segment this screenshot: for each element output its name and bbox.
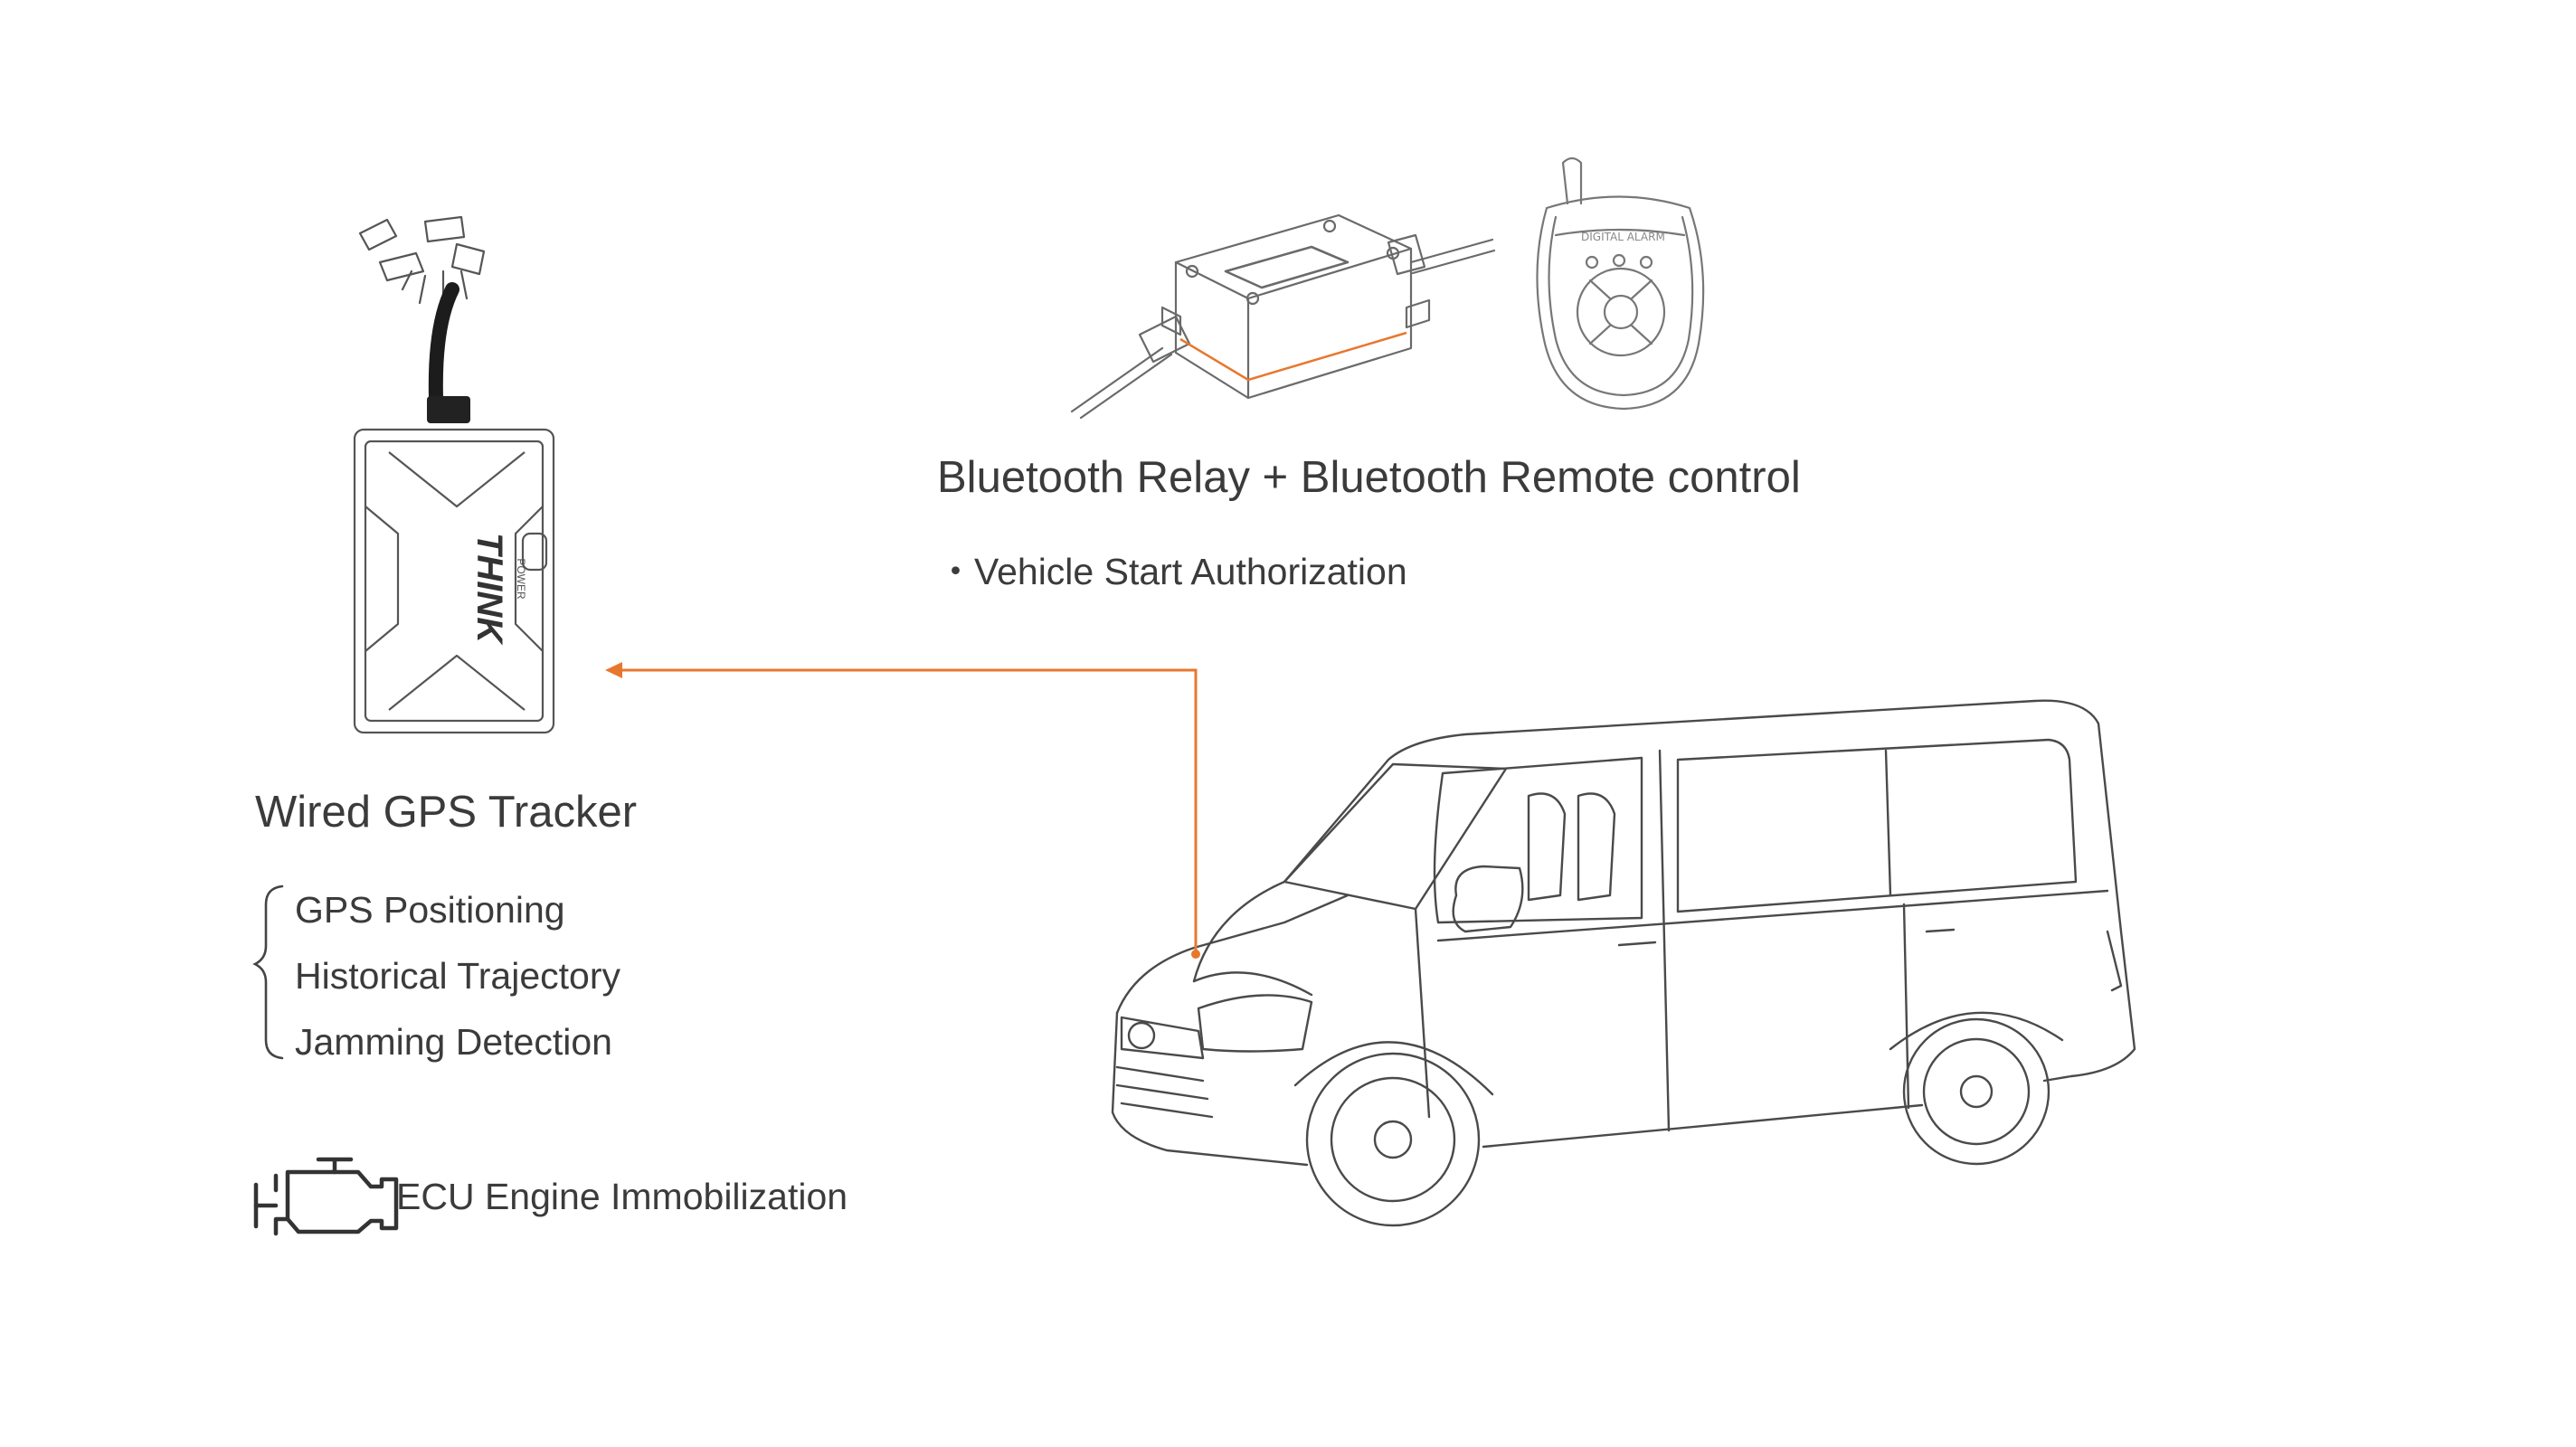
tracker-feature-historical-trajectory: Historical Trajectory xyxy=(295,955,620,997)
tracker-brand: THINK xyxy=(469,533,509,646)
tracker-title: Wired GPS Tracker xyxy=(255,788,638,837)
tracker-brand-sub: POWER xyxy=(515,558,527,600)
remote-label: DIGITAL ALARM xyxy=(1581,231,1665,243)
tracker-feature-jamming-detection: Jamming Detection xyxy=(295,1021,612,1063)
tracker-feature-gps-positioning: GPS Positioning xyxy=(295,889,565,931)
relay-feature: ・Vehicle Start Authorization xyxy=(937,551,1407,592)
relay-title: Bluetooth Relay + Bluetooth Remote contr… xyxy=(937,453,1801,502)
ecu-label: ECU Engine Immobilization xyxy=(396,1176,848,1217)
